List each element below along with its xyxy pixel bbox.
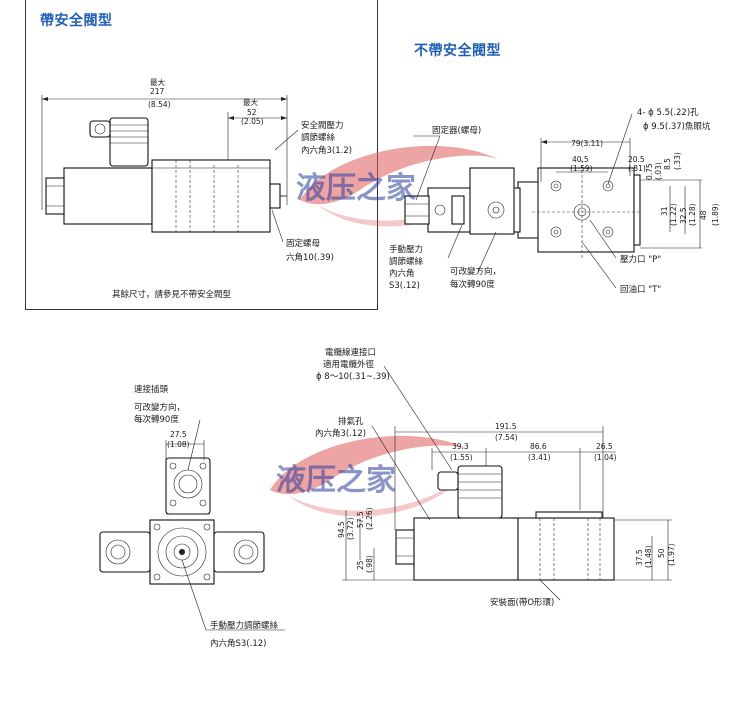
label-safety-screw-3: 內六角3(1.2) [301, 145, 352, 156]
dim-50-in: (1.97) [667, 543, 676, 566]
dim-8-5-in: (.33) [673, 152, 682, 170]
label-end-rotate-1: 可改變方向， [134, 402, 185, 413]
watermark-swoosh-bottom [270, 435, 470, 517]
dim-31: 31 [660, 206, 669, 216]
label-connector: 連接插頭 [134, 384, 169, 395]
label-port-p: 壓力口 "P" [620, 254, 661, 265]
dim-50: 50 [657, 548, 666, 558]
dim-31-in: (1.22) [669, 203, 678, 226]
dim-safety-52-in: (2.05) [241, 117, 264, 126]
dim-27-5: 27.5 [170, 430, 187, 439]
dim-max-label: 最大 [150, 77, 165, 87]
dim-37-5-in: (1.48) [644, 545, 653, 568]
label-mounting-surface: 安裝面(帶O形環) [490, 597, 554, 608]
label-manual-screw-3: 內六角 [389, 268, 415, 279]
drawing-without-safety-valve [404, 113, 702, 289]
dim-25-in: (.98) [365, 555, 374, 573]
note-other-dimensions: 其餘尺寸，請參見不帶安全閥型 [112, 289, 232, 300]
label-holes-1: 4- ϕ 5.5(.22)孔 [637, 108, 699, 118]
label-cable-2: 適用電纜外徑 [323, 359, 375, 370]
dim-57-5-in: (2.26) [365, 507, 374, 530]
label-vent-2: 內六角3(.12) [315, 428, 366, 439]
dim-overall-217-in: (8.54) [148, 100, 171, 109]
drawing-end-view [99, 419, 285, 631]
dim-40-5-in: (1.59) [570, 164, 593, 173]
dim-8-5: 8.5 [663, 158, 672, 170]
dim-safety-52: 52 [247, 108, 257, 117]
dim-94-5: 94.5 [337, 521, 346, 538]
label-rotate-2: 每次轉90度 [450, 279, 495, 290]
dim-20-5: 20.5 [628, 155, 645, 164]
label-manual-screw-1: 手動壓力 [389, 244, 423, 255]
dim-20-5-in: (.81) [628, 164, 646, 173]
dim-191-5-in: (7.54) [495, 433, 518, 442]
dim-94-5-in: (3.72) [346, 517, 355, 540]
dim-25: 25 [356, 560, 365, 570]
dim-overall-217: 217 [150, 87, 165, 96]
label-end-manual-1: 手動壓力調節螺絲 [210, 620, 279, 631]
label-manual-screw-2: 調節螺絲 [389, 256, 424, 267]
dim-27-5-in: (1.08) [167, 440, 190, 449]
label-cable-3: ϕ 8～10(.31~.39) [316, 372, 390, 382]
label-manual-screw-4: S3(.12) [389, 281, 420, 291]
watermark-text-bottom: 液压之家 [276, 463, 396, 498]
drawing-side-view [342, 365, 672, 601]
dim-39-3: 39.3 [452, 442, 469, 451]
title-without-safety-valve: 不帶安全閥型 [414, 43, 501, 59]
label-lock-nut-2: 六角10(.39) [286, 252, 334, 263]
dim-86-6-in: (3.41) [528, 453, 551, 462]
dim-26-5-in: (1.04) [594, 453, 617, 462]
label-holes-2: ϕ 9.5(.37)魚眼坑 [643, 121, 711, 132]
title-with-safety-valve: 帶安全閥型 [40, 13, 113, 29]
dim-37-5: 37.5 [635, 549, 644, 566]
watermark-text-top: 液压之家 [296, 171, 416, 206]
label-fixer-nut: 固定器(螺母) [432, 125, 481, 136]
label-lock-nut-1: 固定螺母 [286, 238, 320, 249]
drawing-with-safety-valve [41, 95, 299, 243]
dim-191-5: 191.5 [495, 422, 517, 431]
dim-48-in: (1.89) [711, 203, 720, 226]
dim-57-5: 57.5 [356, 511, 365, 528]
dim-0-75-in: (.03) [654, 162, 663, 180]
label-safety-screw-1: 安全閥壓力 [301, 120, 344, 131]
dim-40-5: 40.5 [572, 155, 589, 164]
dim-48: 48 [699, 210, 708, 220]
dim-86-6: 86.6 [530, 442, 547, 451]
label-end-rotate-2: 每次轉90度 [134, 414, 179, 425]
label-vent-1: 排氣孔 [338, 416, 364, 427]
label-end-manual-2: 內六角S3(.12) [210, 638, 266, 649]
label-cable-1: 電纜線連接口 [325, 347, 376, 358]
dim-32-5-in: (1.28) [688, 203, 697, 226]
dim-max-label-2: 最大 [243, 97, 258, 107]
dim-26-5: 26.5 [596, 442, 613, 451]
label-port-t: 回油口 "T" [620, 284, 661, 295]
dim-32-5: 32.5 [679, 207, 688, 224]
label-rotate-1: 可改變方向， [450, 266, 501, 277]
dim-39-3-in: (1.55) [450, 453, 473, 462]
dim-79: 79(3.11) [571, 139, 603, 148]
label-safety-screw-2: 調節螺絲 [301, 132, 336, 143]
dim-0-75: 0.75 [645, 163, 654, 180]
